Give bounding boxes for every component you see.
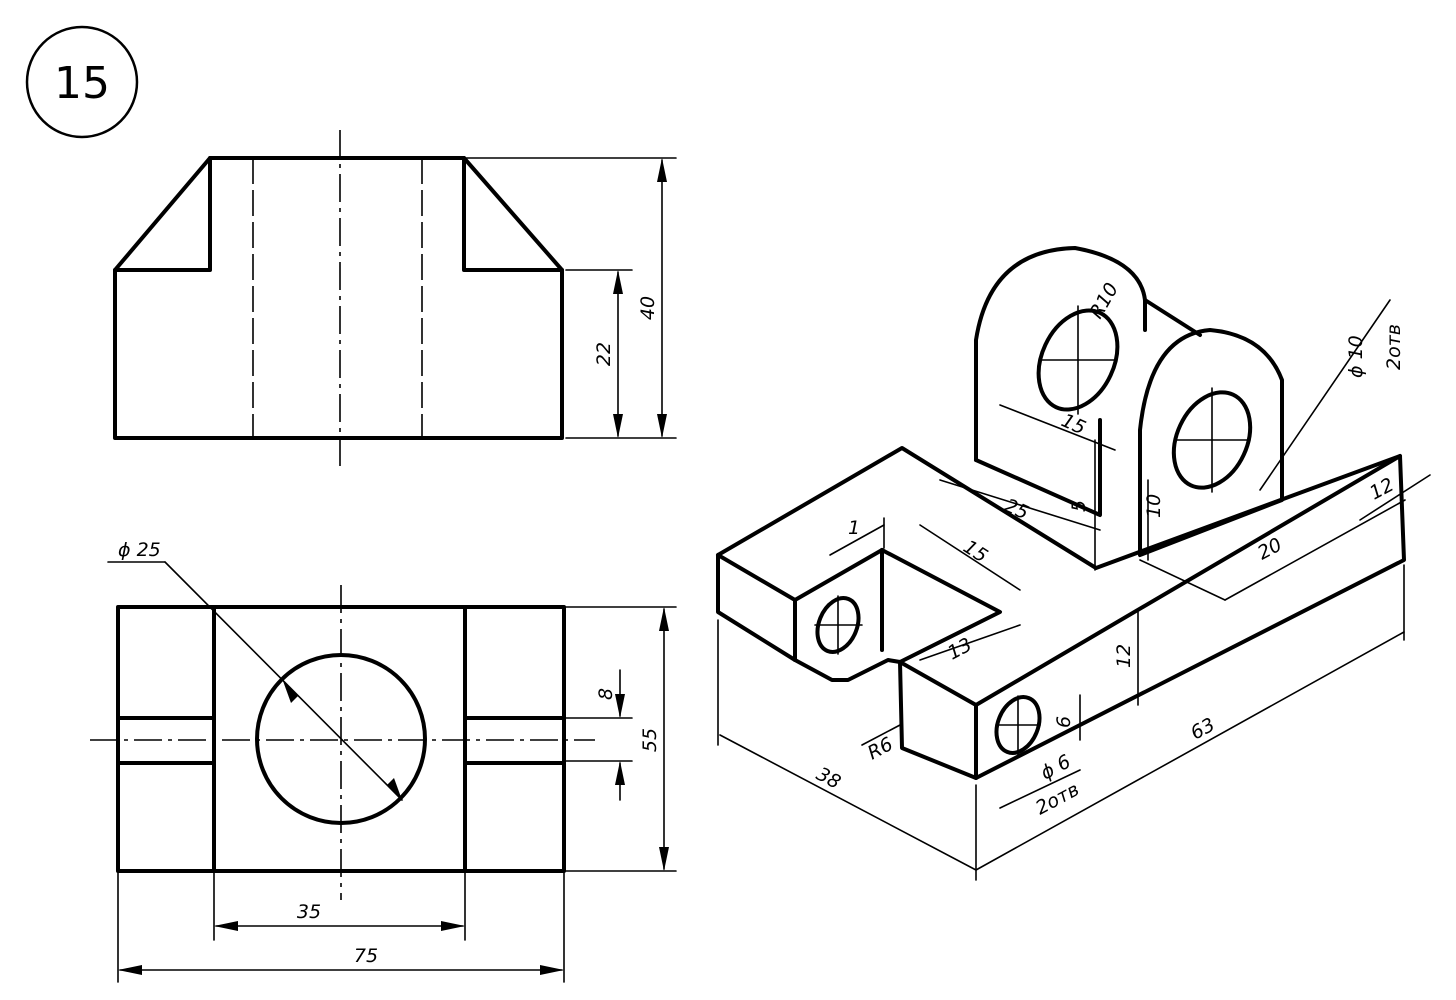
dim-height-lower: 22 — [593, 342, 615, 366]
dim-hole-small-count: 2отв — [1032, 778, 1083, 819]
dim-length: 63 — [1187, 714, 1219, 745]
dim-base-height: 12 — [1113, 644, 1135, 668]
dim-ear-length: 25 — [1001, 494, 1032, 524]
dim-depth: 55 — [639, 728, 661, 752]
top-view: ϕ 25 55 8 35 75 — [90, 539, 677, 983]
dim-height-5: 5 — [1068, 500, 1090, 512]
dim-width: 38 — [813, 763, 845, 794]
front-view: 40 22 — [113, 130, 677, 468]
dim-ear-gap: 15 — [1058, 409, 1089, 439]
dim-total-width: 75 — [354, 945, 378, 967]
dim-hole-ear-count: 2отв — [1383, 324, 1405, 370]
drawing-number: 15 — [54, 58, 110, 109]
dim-fillet: R6 — [864, 733, 897, 764]
dim-mid-width: 35 — [297, 901, 321, 923]
dim-slot-15: 15 — [959, 536, 991, 568]
dim-slot-1: 1 — [848, 517, 860, 539]
dim-radius-ear: R10 — [1085, 279, 1123, 322]
dim-hole-small-offset: 6 — [1053, 716, 1075, 728]
dim-hole-diameter: ϕ 25 — [118, 539, 161, 561]
dim-hole-ear: ϕ 10 — [1345, 335, 1367, 378]
isometric-view: R10 ϕ 10 2отв 15 25 5 10 12 20 1 15 13 1… — [716, 246, 1431, 881]
dim-height-10: 10 — [1143, 494, 1165, 518]
drawing-number-badge: 15 — [25, 25, 139, 139]
dim-slot-width: 8 — [595, 688, 617, 700]
dim-offset-12: 12 — [1366, 474, 1398, 505]
dim-height-total: 40 — [637, 296, 659, 320]
